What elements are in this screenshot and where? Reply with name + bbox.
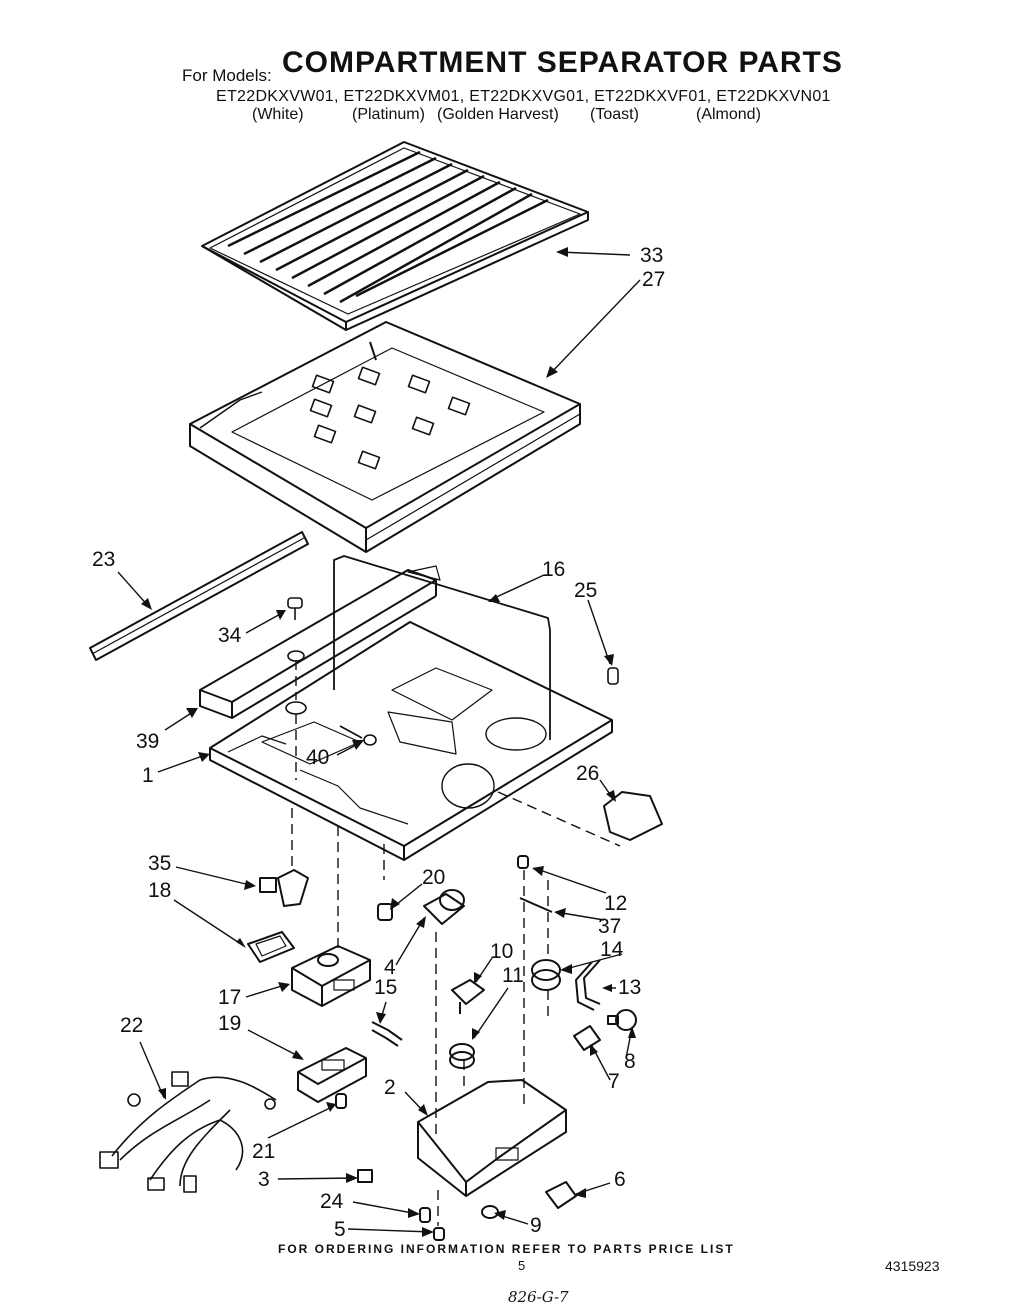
callout-22: 22 <box>120 1014 143 1037</box>
callout-15: 15 <box>374 976 397 999</box>
part-39-channel <box>199 565 441 719</box>
callout-8: 8 <box>624 1050 636 1073</box>
callout-1: 1 <box>142 764 154 787</box>
part-5-screw <box>433 1227 445 1241</box>
callout-17: 17 <box>218 986 241 1009</box>
callout-35: 35 <box>148 852 171 875</box>
callout-16: 16 <box>542 558 565 581</box>
part-23-strip <box>89 531 309 661</box>
color-toast: (Toast) <box>590 106 639 123</box>
part-26-insulation <box>603 791 663 841</box>
callout-3: 3 <box>258 1168 270 1191</box>
part-24-screw <box>419 1207 431 1223</box>
ordering-note: FOR ORDERING INFORMATION REFER TO PARTS … <box>278 1242 735 1256</box>
part-13-tube <box>575 959 601 1011</box>
leader-lines <box>117 251 641 1233</box>
callout-26: 26 <box>576 762 599 785</box>
part-16-wire <box>333 555 551 740</box>
part-18-gasket <box>247 931 295 963</box>
part-6-switch <box>545 1181 577 1209</box>
for-models-label: For Models: <box>182 66 272 85</box>
callout-40: 40 <box>306 746 329 769</box>
callout-5: 5 <box>334 1218 346 1241</box>
callout-21: 21 <box>252 1140 275 1163</box>
callout-37: 37 <box>598 915 621 938</box>
part-11-knob <box>449 1043 475 1069</box>
callout-14: 14 <box>600 938 624 961</box>
callout-9: 9 <box>530 1214 542 1237</box>
model-numbers: ET22DKXVW01, ET22DKXVM01, ET22DKXVG01, E… <box>216 88 831 105</box>
handwritten-note: 826-G-7 <box>508 1288 569 1306</box>
callout-4: 4 <box>384 956 396 979</box>
part-10-thermostat <box>451 979 485 1014</box>
part-37-plate <box>519 897 553 913</box>
color-white: (White) <box>252 106 304 123</box>
alignment-lines <box>291 660 621 1226</box>
part-9-bumper <box>481 1205 499 1219</box>
document-number: 4315923 <box>885 1258 940 1274</box>
part-33-grille <box>201 141 589 331</box>
part-35-bracket <box>259 869 309 907</box>
part-15-tube <box>371 1021 403 1047</box>
callout-11: 11 <box>502 964 524 987</box>
callout-13: 13 <box>618 976 641 999</box>
part-8-bulb <box>607 1009 637 1031</box>
callout-24: 24 <box>320 1190 344 1213</box>
part-3-clip <box>357 1169 373 1183</box>
callout-20: 20 <box>422 866 445 889</box>
callout-25: 25 <box>574 579 597 602</box>
callout-27: 27 <box>642 268 665 291</box>
color-almond: (Almond) <box>696 106 761 123</box>
part-21-screw <box>335 1093 347 1109</box>
part-27-cover <box>189 321 581 553</box>
part-17-housing <box>291 945 371 1007</box>
callout-numbers: 33 27 23 16 25 34 39 40 1 26 35 20 12 18… <box>92 244 665 1241</box>
callout-34: 34 <box>218 624 242 647</box>
callout-19: 19 <box>218 1012 241 1035</box>
callout-39: 39 <box>136 730 159 753</box>
color-platinum: (Platinum) <box>352 106 425 123</box>
part-12-screw <box>517 855 529 869</box>
callout-12: 12 <box>604 892 627 915</box>
part-7-socket <box>573 1025 601 1051</box>
part-19-bracket <box>297 1047 367 1103</box>
callout-23: 23 <box>92 548 115 571</box>
page-title: COMPARTMENT SEPARATOR PARTS <box>282 46 843 79</box>
callout-6: 6 <box>614 1168 626 1191</box>
color-golden-harvest: (Golden Harvest) <box>437 106 559 123</box>
callout-33: 33 <box>640 244 663 267</box>
arrowheads <box>141 247 636 1237</box>
callout-10: 10 <box>490 940 513 963</box>
page-number: 5 <box>518 1258 526 1273</box>
part-25-screw <box>607 667 619 685</box>
callout-18: 18 <box>148 879 171 902</box>
callout-7: 7 <box>608 1070 620 1093</box>
part-20-clip <box>377 903 393 921</box>
part-1-panel <box>209 621 613 861</box>
part-4-damper <box>423 889 465 925</box>
part-2-base <box>417 1079 567 1197</box>
part-14-socket <box>531 959 561 991</box>
part-22-harness <box>99 1071 277 1193</box>
callout-2: 2 <box>384 1076 396 1099</box>
